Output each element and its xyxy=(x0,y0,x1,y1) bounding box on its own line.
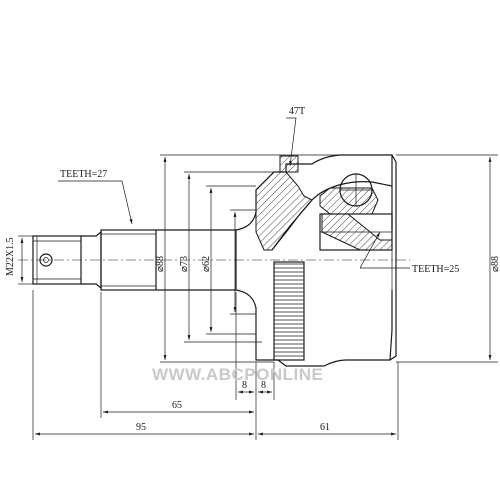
label-teeth-27: TEETH=27 xyxy=(60,169,107,180)
label-47t: 47T xyxy=(289,106,305,117)
label-dia-62: ⌀62 xyxy=(201,256,212,272)
leader-lines xyxy=(58,117,410,269)
watermark: WWW.ABCPONLINE xyxy=(152,365,323,384)
label-dim-8-right: 8 xyxy=(261,380,266,391)
inner-race-and-ball xyxy=(319,154,397,361)
label-dim-61: 61 xyxy=(320,422,330,433)
label-dia-73: ⌀73 xyxy=(179,256,190,272)
outer-housing xyxy=(235,154,393,367)
label-dim-8-left: 8 xyxy=(242,380,247,391)
label-dia-88-right: ⌀88 xyxy=(490,256,500,272)
label-teeth-25: TEETH=25 xyxy=(412,264,459,275)
dimension-lines xyxy=(18,154,498,440)
label-dia-88-left: ⌀88 xyxy=(155,256,166,272)
abs-tone-ring xyxy=(273,155,305,361)
label-thread: M22X1.5 xyxy=(5,237,16,276)
label-dim-65: 65 xyxy=(172,400,182,411)
label-dim-95: 95 xyxy=(136,422,146,433)
